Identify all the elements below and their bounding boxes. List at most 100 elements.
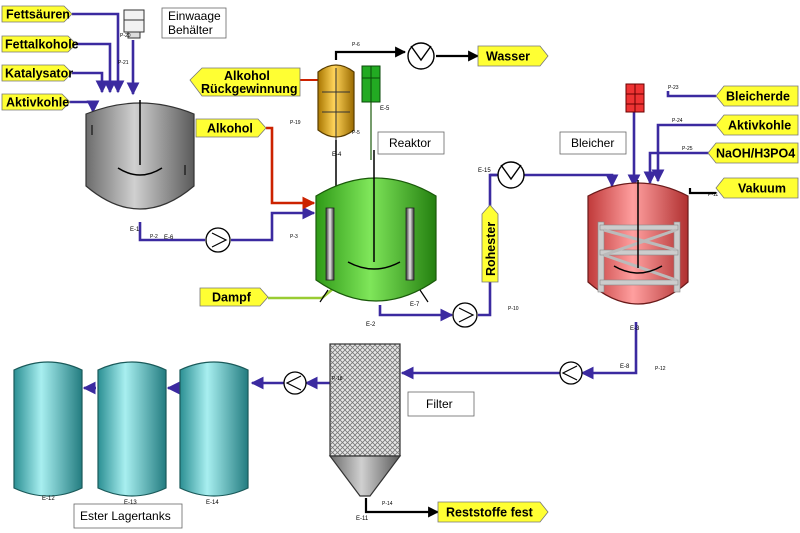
pipe-p2 xyxy=(138,222,205,242)
pipe-aktivkohle-1 xyxy=(70,100,100,114)
pipe-e8 xyxy=(580,322,638,380)
einwaage-line1: Einwaage xyxy=(168,9,221,23)
input-tag-aktivkohle-1: Aktivkohle xyxy=(1,93,71,111)
id-p6: P-6 xyxy=(352,42,360,48)
fettsaeuren-label: Fettsäuren xyxy=(6,8,70,22)
condenser-water xyxy=(407,42,435,70)
id-p24: P-24 xyxy=(672,118,683,124)
ester-label: Ester Lagertanks xyxy=(80,509,171,523)
feed-tank-e1 xyxy=(85,100,195,210)
id-p20: P-20 xyxy=(120,33,131,39)
id-e2: E-2 xyxy=(366,322,376,328)
id-p12: P-12 xyxy=(655,366,666,372)
input-tag-aktivkohle-2: Aktivkohle xyxy=(715,114,799,136)
pipe-e7 xyxy=(378,305,454,322)
id-e14: E-14 xyxy=(206,500,219,506)
pump-p13 xyxy=(559,361,583,385)
condenser-e15 xyxy=(497,161,525,189)
id-e6: E-6 xyxy=(164,235,174,241)
naoh-label: NaOH/H3PO4 xyxy=(716,147,795,161)
id-e1: E-1 xyxy=(130,227,140,233)
pipe-p14 xyxy=(364,498,440,518)
bleicherde-hopper xyxy=(625,83,645,113)
pipe-p6 xyxy=(334,46,407,60)
alkohol-rueck-line2: Rückgewinnung xyxy=(201,82,298,96)
alkohol-rueck-line1: Alkohol xyxy=(224,69,270,83)
id-p18: P-18 xyxy=(332,376,343,382)
pipes xyxy=(70,12,716,395)
pump-e6 xyxy=(205,227,231,253)
input-tag-katalysator: Katalysator xyxy=(1,64,73,82)
aktivkohle-2-label: Aktivkohle xyxy=(728,119,791,133)
label-box-bleicher: Bleicher xyxy=(559,131,627,155)
pipe-alkohol xyxy=(266,126,316,210)
id-p19: P-19 xyxy=(290,120,301,126)
bleacher-e3 xyxy=(587,180,689,305)
pump-e7 xyxy=(452,302,478,328)
id-p21: P-21 xyxy=(118,60,129,66)
id-p14: P-14 xyxy=(382,501,393,507)
pipe-katalysator xyxy=(72,71,109,94)
vakuum-label: Vakuum xyxy=(738,182,786,196)
id-p25: P-25 xyxy=(682,146,693,152)
pipe-vakuum xyxy=(688,188,716,195)
id-e11: E-11 xyxy=(356,516,369,522)
input-tag-vakuum: Vakuum xyxy=(715,177,799,199)
equipment-ids: E-1 E-6 E-2 E-7 E-4 E-5 E-15 E-3 E-8 E-1… xyxy=(42,106,640,522)
separator-e5 xyxy=(361,65,381,160)
id-e15: E-15 xyxy=(478,168,491,174)
input-tag-fettalkohole: Fettalkohole xyxy=(1,35,79,53)
label-box-einwaage: Einwaage Behälter xyxy=(161,7,227,39)
input-tag-naoh: NaOH/H3PO4 xyxy=(707,142,799,164)
id-e12: E-12 xyxy=(42,496,55,502)
pipe-fettsaeuren xyxy=(72,12,125,94)
pipe-p25 xyxy=(643,151,716,185)
id-e5: E-5 xyxy=(380,106,390,112)
pipe-fettalkohole xyxy=(76,42,117,94)
input-tag-bleicherde: Bleicherde xyxy=(715,85,799,107)
label-box-ester: Ester Lagertanks xyxy=(73,503,183,529)
id-p10: P-10 xyxy=(508,306,519,312)
einwaage-line2: Behälter xyxy=(168,23,213,37)
storage-tank-e13 xyxy=(97,361,167,497)
id-p5: P-5 xyxy=(352,130,360,136)
katalysator-label: Katalysator xyxy=(5,67,73,81)
wasser-label: Wasser xyxy=(486,50,530,64)
output-tag-reststoffe: Reststoffe fest xyxy=(437,501,549,523)
label-box-filter: Filter xyxy=(407,391,475,417)
pipe-ids: P-2 P-3 P-6 P-5 P-19 P-10 P-11 P-12 P-14… xyxy=(118,33,718,507)
dampf-label: Dampf xyxy=(212,291,252,305)
column-e4 xyxy=(317,64,355,140)
id-p3: P-3 xyxy=(290,234,298,240)
reststoffe-label: Reststoffe fest xyxy=(446,506,534,520)
output-tag-alkohol-rueckgewinnung: Alkohol Rückgewinnung xyxy=(189,67,301,97)
filter-e11 xyxy=(328,343,402,497)
weigh-hopper xyxy=(123,9,145,39)
input-tag-alkohol: Alkohol xyxy=(195,118,267,138)
id-p23: P-23 xyxy=(668,85,679,91)
input-tag-dampf: Dampf xyxy=(199,287,269,307)
filter-label: Filter xyxy=(426,397,453,411)
id-p2: P-2 xyxy=(150,234,158,240)
storage-tank-e14 xyxy=(179,361,249,497)
id-e7: E-7 xyxy=(410,302,420,308)
pump-p16 xyxy=(283,371,307,395)
storage-tank-e12 xyxy=(13,361,83,497)
reactor-e2 xyxy=(315,150,437,303)
id-e3: E-3 xyxy=(630,326,640,332)
pipe-p23 xyxy=(666,91,716,98)
bleicher-label: Bleicher xyxy=(571,136,614,150)
reaktor-label: Reaktor xyxy=(389,136,431,150)
fettalkohole-label: Fettalkohole xyxy=(5,38,79,52)
rohester-label: Rohester xyxy=(484,222,498,276)
label-box-reaktor: Reaktor xyxy=(377,131,445,155)
black-pipes xyxy=(334,46,716,518)
pipe-e15 xyxy=(524,173,619,188)
aktivkohle-1-label: Aktivkohle xyxy=(6,96,69,110)
id-e13: E-13 xyxy=(124,500,137,506)
id-e8: E-8 xyxy=(620,364,630,370)
pipe-p24 xyxy=(651,123,716,183)
input-tag-fettsaeuren: Fettsäuren xyxy=(1,5,73,23)
output-tag-wasser: Wasser xyxy=(477,45,549,67)
